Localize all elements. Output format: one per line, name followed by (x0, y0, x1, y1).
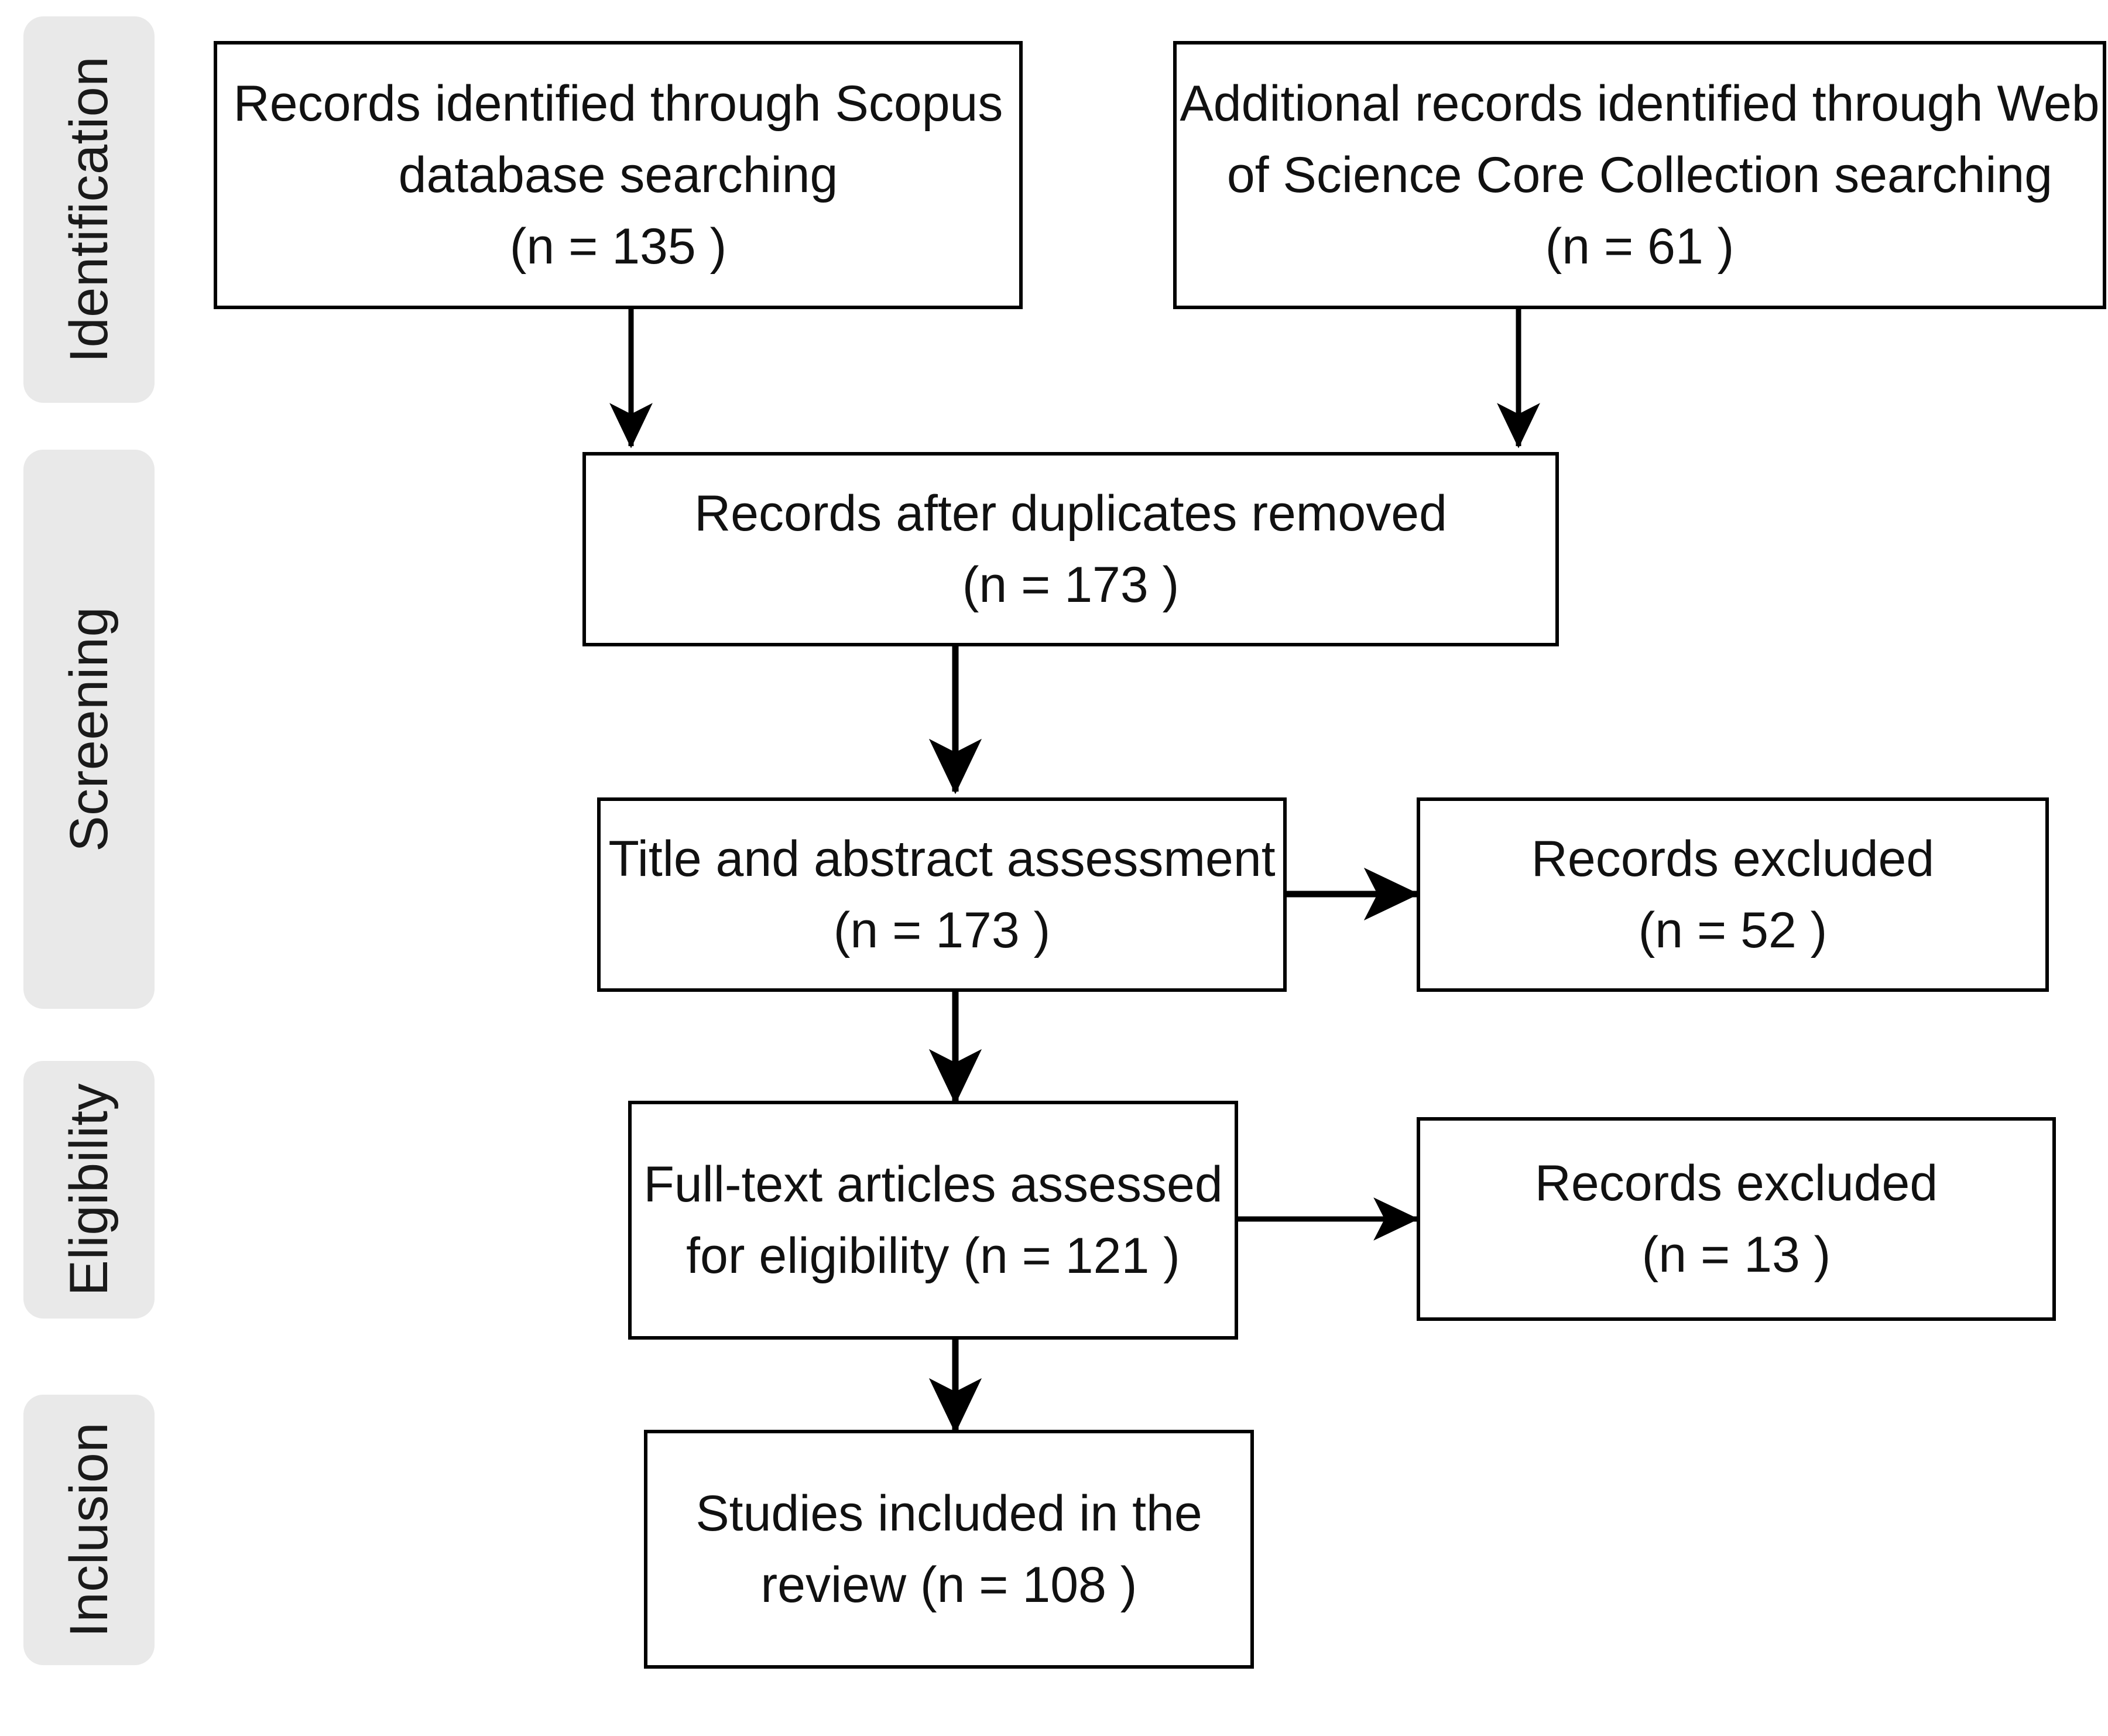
stage-label-inclusion: Inclusion (59, 1422, 119, 1638)
records-excluded-eligibility-line-1: Records excluded (1534, 1155, 1938, 1211)
records-excluded-screening-line-1: Records excluded (1531, 830, 1935, 887)
stage-label-eligibility: Eligibility (59, 1083, 119, 1296)
records-excluded-screening-count: (n = 52 ) (1638, 902, 1828, 958)
records-excluded-eligibility-count: (n = 13 ) (1641, 1227, 1831, 1283)
fulltext-assessed-line-1: Full-text articles assessed (643, 1156, 1223, 1213)
duplicates-removed-line-1: Records after duplicates removed (694, 485, 1447, 542)
stage-label-identification: Identification (59, 56, 119, 363)
flow-box-scopus-records: Records identified through Scopus databa… (214, 41, 1023, 309)
title-abstract-assessment-count: (n = 173 ) (833, 902, 1051, 958)
wos-records-count: (n = 61 ) (1545, 218, 1735, 275)
flow-box-studies-included: Studies included in the review (n = 108 … (644, 1430, 1254, 1669)
flow-box-records-excluded-screening: Records excluded (n = 52 ) (1417, 797, 2049, 992)
scopus-records-line-2: database searching (398, 146, 838, 203)
wos-records-line-1: Additional records identified through We… (1180, 75, 2100, 132)
studies-included-line-1: Studies included in the (695, 1485, 1202, 1542)
flow-box-fulltext-assessed: Full-text articles assessed for eligibil… (628, 1101, 1238, 1340)
title-abstract-assessment-line-1: Title and abstract assessment (608, 830, 1276, 887)
scopus-records-count: (n = 135 ) (509, 218, 727, 275)
duplicates-removed-count: (n = 173 ) (962, 557, 1180, 613)
fulltext-assessed-line-2: for eligibility (n = 121 ) (686, 1228, 1180, 1284)
flow-box-records-excluded-eligibility: Records excluded (n = 13 ) (1417, 1117, 2056, 1321)
flow-box-wos-records: Additional records identified through We… (1173, 41, 2106, 309)
flow-box-title-abstract-assessment: Title and abstract assessment (n = 173 ) (597, 797, 1287, 992)
wos-records-line-2: of Science Core Collection searching (1226, 146, 2053, 203)
stage-label-screening: Screening (59, 607, 119, 852)
stage-panel-screening: Screening (23, 450, 155, 1009)
scopus-records-line-1: Records identified through Scopus (233, 75, 1003, 132)
stage-panel-identification: Identification (23, 16, 155, 403)
stage-panel-eligibility: Eligibility (23, 1061, 155, 1319)
stage-panel-inclusion: Inclusion (23, 1395, 155, 1665)
studies-included-line-2: review (n = 108 ) (760, 1557, 1137, 1613)
flow-box-duplicates-removed: Records after duplicates removed (n = 17… (582, 452, 1559, 646)
